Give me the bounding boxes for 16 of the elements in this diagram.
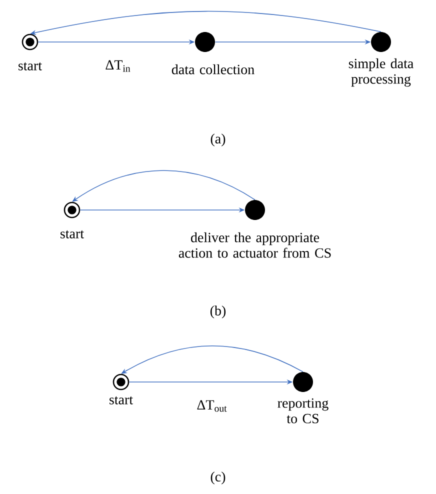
edge-label: ΔT$_{out}$	[196, 399, 228, 413]
edge-label: ΔT$_{in}$	[104, 59, 132, 73]
panel-label: (c)	[210, 472, 226, 484]
start-state: start	[18, 34, 42, 70]
node-label: deliver the appropriate action to actuator from CS	[178, 232, 331, 258]
start-state: start	[60, 202, 84, 238]
panel-label: (b)	[210, 306, 226, 318]
node-label: start	[18, 62, 42, 70]
node-label: start	[60, 230, 84, 238]
node-label: simple data processing	[348, 58, 414, 87]
start-state: start	[110, 374, 133, 404]
node-label: start	[110, 396, 133, 404]
panel-label: (a)	[210, 134, 226, 146]
node-label: reporting to CS	[278, 398, 328, 424]
arrow	[72, 170, 256, 202]
node-label: data collection	[172, 64, 254, 74]
